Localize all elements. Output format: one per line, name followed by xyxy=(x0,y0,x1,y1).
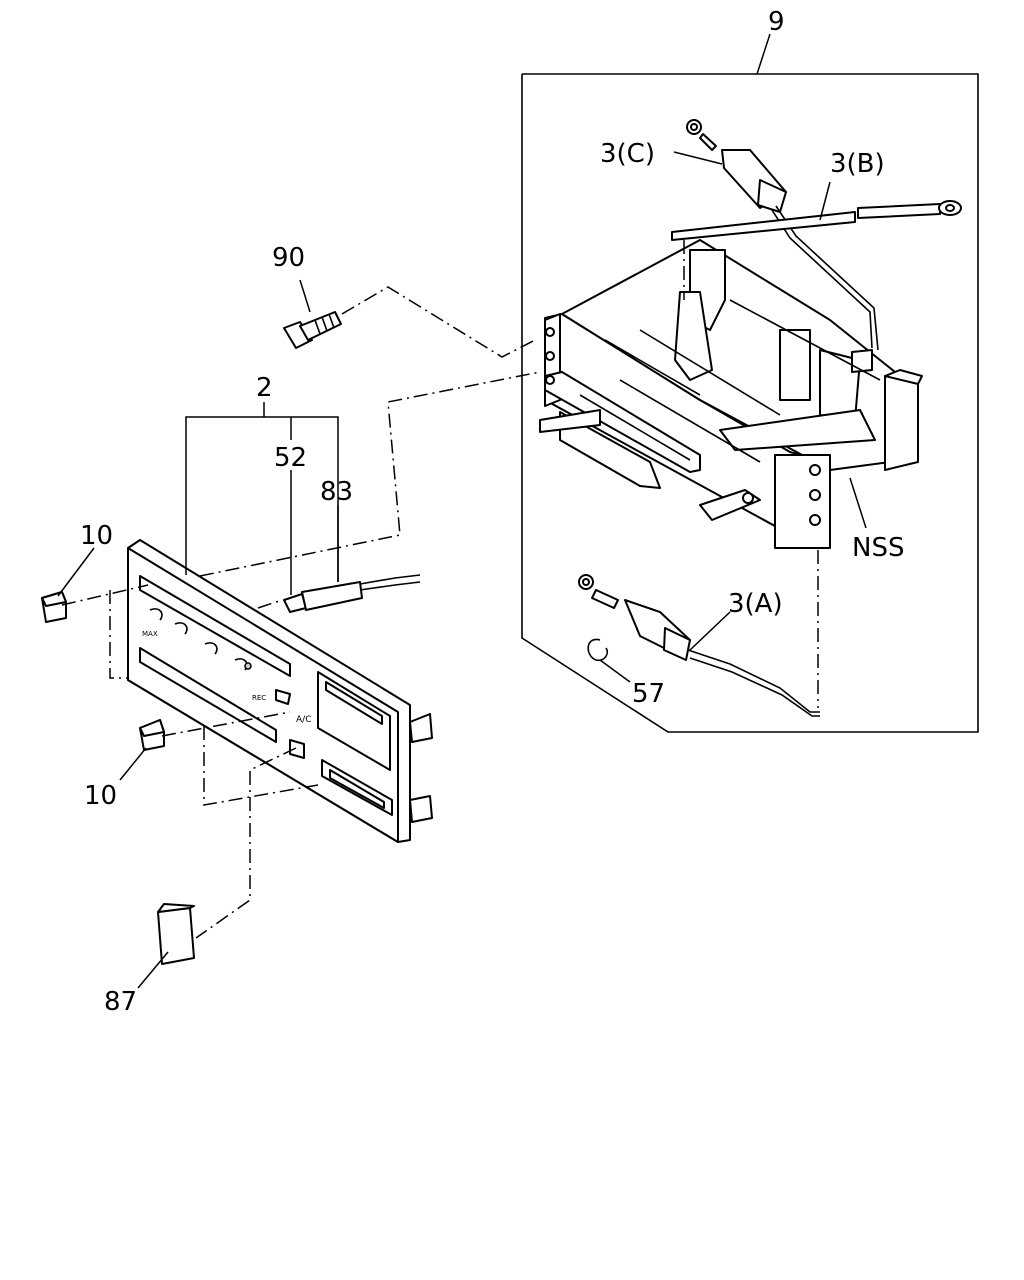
callout-57: 57 xyxy=(632,679,665,709)
callout-3c: 3(C) xyxy=(600,139,655,169)
clip-57 xyxy=(587,638,631,683)
callout-10-upper: 10 xyxy=(80,521,113,551)
callout-nss: NSS xyxy=(852,533,904,563)
assembly-lines xyxy=(61,240,819,939)
cable-3b xyxy=(671,200,962,241)
callout-87: 87 xyxy=(104,987,137,1017)
knob-10-lower xyxy=(139,719,165,751)
panel-2-bracket xyxy=(185,402,339,595)
max-marking: MAX xyxy=(142,630,158,638)
cable-3a xyxy=(578,574,820,717)
callout-2: 2 xyxy=(256,373,273,403)
assembly-frame xyxy=(521,33,979,733)
cable-3c xyxy=(686,119,879,351)
callout-52: 52 xyxy=(274,443,307,473)
control-panel: A/C MAX REC xyxy=(127,539,433,843)
callout-83: 83 xyxy=(320,477,353,507)
callout-3a: 3(A) xyxy=(728,589,783,619)
callout-10-lower: 10 xyxy=(84,781,117,811)
rec-marking: REC xyxy=(252,694,266,702)
callout-labels: 9 3(C) 3(B) 3(A) 90 2 52 83 10 10 87 57 … xyxy=(80,7,904,1017)
callout-9: 9 xyxy=(768,7,785,37)
knob-10-upper xyxy=(41,591,67,623)
bulb-socket xyxy=(283,574,421,613)
control-base-mechanism xyxy=(539,239,923,549)
ac-marking: A/C xyxy=(296,715,311,725)
cap-87 xyxy=(157,903,195,965)
leader-lines xyxy=(57,151,867,989)
callout-3b: 3(B) xyxy=(830,149,885,179)
callout-90: 90 xyxy=(272,243,305,273)
screw-90 xyxy=(283,279,342,349)
